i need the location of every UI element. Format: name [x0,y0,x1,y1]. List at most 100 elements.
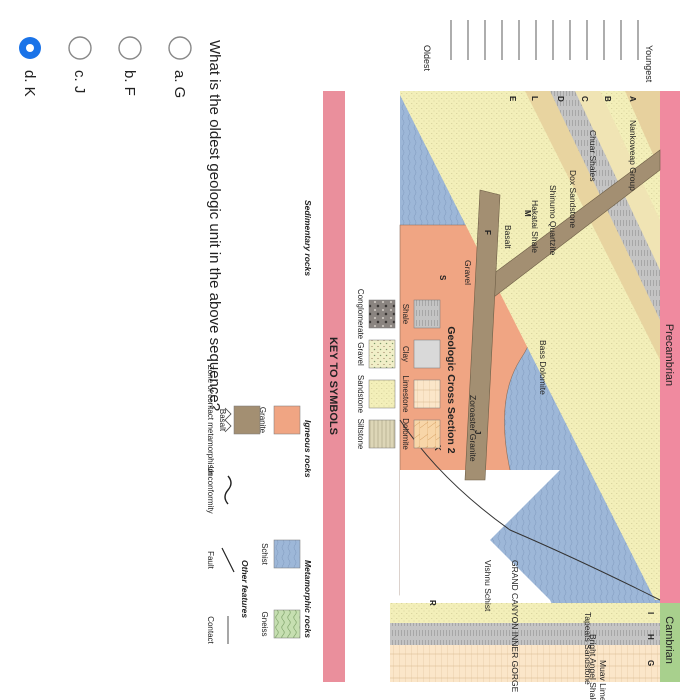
igneous-category: Igneous rocks [303,420,313,478]
key-to-symbols: KEY TO SYMBOLS Sedimentary rocksConglome… [206,91,441,682]
choice-k[interactable]: d. K [19,37,41,97]
gorge-label: GRAND CANYON INNER GORGE [510,560,520,693]
unit-letter: B [603,96,612,102]
age-scale: Youngest Oldest [422,20,654,83]
choice-label: d. K [21,70,38,97]
key-swatch [413,339,441,369]
basalt-sill [464,189,501,481]
unit-letter: S [438,275,447,281]
unit-letter: L [530,96,539,101]
unit-name: Tapeats Sandstone [583,612,593,685]
choice-label: c. J [71,70,88,93]
key-label: Gneiss [260,612,269,637]
key-swatch [368,339,396,369]
unit-name: Hakatai Shale [530,200,540,253]
key-label: Clay [401,346,410,362]
unit-letter: D [556,96,565,102]
unit-letter: F [483,230,492,235]
key-label: Limestone [401,376,410,413]
key-swatch [368,379,396,409]
unit-letter: I [646,612,655,614]
age-scale-youngest: Youngest [644,45,654,83]
key-swatch [413,379,441,409]
choice-label: a. G [171,70,188,98]
cambrian-header [660,603,680,682]
key-label: Dolomite [401,418,410,450]
bright-angel-shale-layer [390,623,660,645]
metamorphic-category: Metamorphic rocks [303,560,313,638]
key-swatch [273,609,301,639]
unit-name: Muav Limestone [598,660,608,700]
sedimentary-category: Sedimentary rocks [303,200,313,276]
key-swatch [233,405,261,435]
key-swatch [368,419,396,449]
key-label: Shale [401,304,410,325]
fault-icon [221,547,235,573]
stratum-e [625,91,660,170]
key-label: Sandstone [356,375,365,414]
unit-name: Chuar Shales [588,130,598,182]
choice-g[interactable]: a. G [168,36,192,98]
age-scale-lines[interactable] [450,20,639,60]
precambrian-header [660,91,680,603]
diagram-title: Geologic Cross Section 2 [445,326,457,453]
radio-icon[interactable] [68,36,92,60]
unit-name: Shinumo Quartzite [548,185,558,256]
unit-name: Dox Sandstone [568,170,578,228]
key-title: KEY TO SYMBOLS [327,337,339,435]
unit-letter: J [473,430,482,434]
age-scale-oldest: Oldest [422,45,432,72]
contact-zone-icon [224,407,232,433]
cambrian-layers [390,603,660,682]
unit-name: Basalt [503,225,513,249]
key-label: Granite [258,407,267,434]
radio-icon[interactable] [168,36,192,60]
key-swatch [273,405,301,435]
key-swatch [413,419,441,449]
cross-section [399,91,661,682]
choice-j[interactable]: c. J [68,36,92,93]
unit-letter: C [580,96,589,102]
unit-name: Nankoweap Group [628,120,638,191]
key-label: Zone of contact metamorphism [206,365,215,476]
key-label: Contact [206,616,215,644]
other-category: Other features [240,560,250,618]
choice-label: b. F [121,70,138,96]
key-swatch [273,539,301,569]
answer-choices[interactable]: a. G b. F c. J d. K [19,36,192,98]
unit-name: Bright Angel Shale [588,634,598,700]
unconformity-icon [224,475,232,505]
unit-letter: E [508,96,517,102]
unit-letter: H [646,634,655,640]
tapeats-sandstone-layer [390,603,660,623]
unit-letter: G [646,660,655,666]
key-swatch [413,299,441,329]
unit-labels: G Muav Limestone H Bright Angel Shale I Tapea… [428,96,655,700]
unit-name: Zoroaster Granite [468,395,478,462]
unconformity-line [399,419,661,601]
key-label: Unconformity [206,466,215,513]
unit-letter: R [428,600,437,606]
cambrian-label: Cambrian [663,616,675,664]
key-label: Schist [260,543,269,566]
key-items: Sedimentary rocksConglomerateGravelSands… [206,200,441,645]
key-header-bar [323,91,345,682]
key-swatch [368,299,396,329]
key-label: Gravel [356,342,365,366]
unit-letter: A [628,96,637,102]
unit-name: Gravel [463,260,473,285]
unit-name: Vishnu Schist [483,560,493,612]
key-label: Basalt [218,409,227,432]
key-label: Siltstone [356,419,365,450]
key-label: Conglomerate [356,289,365,340]
key-label: Fault [206,551,215,570]
radio-icon[interactable] [118,36,142,60]
question-text: What is the oldest geologic unit in the … [206,40,223,411]
precambrian-label: Precambrian [663,324,675,386]
choice-f[interactable]: b. F [118,36,142,96]
unit-letter: M [523,210,532,217]
unit-name: Bass Dolomite [538,340,548,395]
radio-dot [26,44,34,52]
